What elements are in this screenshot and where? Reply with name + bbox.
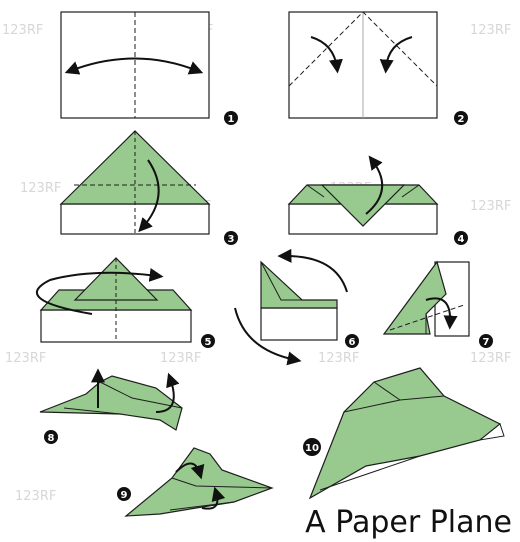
step-number: 3 — [228, 234, 235, 245]
step-number: 8 — [48, 433, 55, 444]
step-5-badge: 5 — [201, 334, 215, 348]
step-number: 2 — [458, 114, 465, 125]
fold-arrow — [310, 36, 343, 74]
watermark-text: 123RF — [470, 199, 511, 214]
step-badge — [44, 430, 58, 444]
watermark-text: 123RF — [318, 351, 359, 366]
step-number: 5 — [205, 337, 212, 348]
step-badge — [224, 111, 238, 125]
step-7-diagram — [382, 260, 470, 337]
step-1-badge: 1 — [224, 111, 238, 125]
step-badge — [345, 334, 359, 348]
step-9-badge: 9 — [117, 487, 131, 501]
watermark-text: 123RF — [470, 23, 511, 38]
fold-arrow — [138, 159, 160, 233]
watermark-text: 123RF — [15, 489, 56, 504]
fold-arrow — [425, 297, 458, 330]
step-badge — [479, 334, 493, 348]
watermark-text: 123RF — [5, 351, 46, 366]
fold-arrow — [201, 486, 226, 510]
step-number: 6 — [349, 337, 356, 348]
step-10-diagram — [308, 367, 505, 500]
watermarks: 123RF 123RF 123RF 123RF 123RF 123RF 123R… — [2, 23, 511, 504]
fold-arrow — [155, 372, 180, 413]
fold-arrow — [277, 248, 348, 293]
step-10-badge: 10 — [303, 438, 321, 456]
step-badge — [454, 111, 468, 125]
fold-arrow — [234, 307, 302, 366]
step-badge — [224, 231, 238, 245]
fold-arrow — [379, 36, 413, 74]
step-number: 7 — [483, 337, 490, 348]
fold-arrow — [36, 267, 164, 315]
step-badge — [303, 438, 321, 456]
step-6-diagram — [234, 248, 348, 366]
step-number: 4 — [458, 234, 465, 245]
step-number: 9 — [121, 490, 128, 501]
step-number: 1 — [228, 114, 235, 125]
page-title: A Paper Plane — [305, 505, 512, 540]
step-badge — [117, 487, 131, 501]
step-6-badge: 6 — [345, 334, 359, 348]
watermark-text: 123RF — [2, 23, 43, 38]
watermark-text: 123RF — [160, 351, 201, 366]
step-2-diagram — [288, 11, 438, 119]
step-7-badge: 7 — [479, 334, 493, 348]
step-badge — [454, 231, 468, 245]
fold-arrow — [175, 462, 205, 480]
step-badge — [201, 334, 215, 348]
watermark-text: 123RF — [470, 351, 511, 366]
step-9-diagram — [124, 447, 274, 517]
step-4-badge: 4 — [454, 231, 468, 245]
step-3-diagram — [59, 130, 211, 235]
fold-arrow — [365, 155, 384, 215]
watermark-text: 123RF — [20, 181, 61, 196]
step-3-badge: 3 — [224, 231, 238, 245]
step-number: 10 — [305, 443, 319, 454]
step-2-badge: 2 — [454, 111, 468, 125]
step-8-diagram — [39, 368, 183, 431]
fold-arrow — [64, 57, 204, 75]
step-1-diagram — [60, 11, 210, 119]
step-5-diagram — [36, 257, 193, 343]
step-8-badge: 8 — [44, 430, 58, 444]
step-4-diagram — [287, 155, 439, 235]
